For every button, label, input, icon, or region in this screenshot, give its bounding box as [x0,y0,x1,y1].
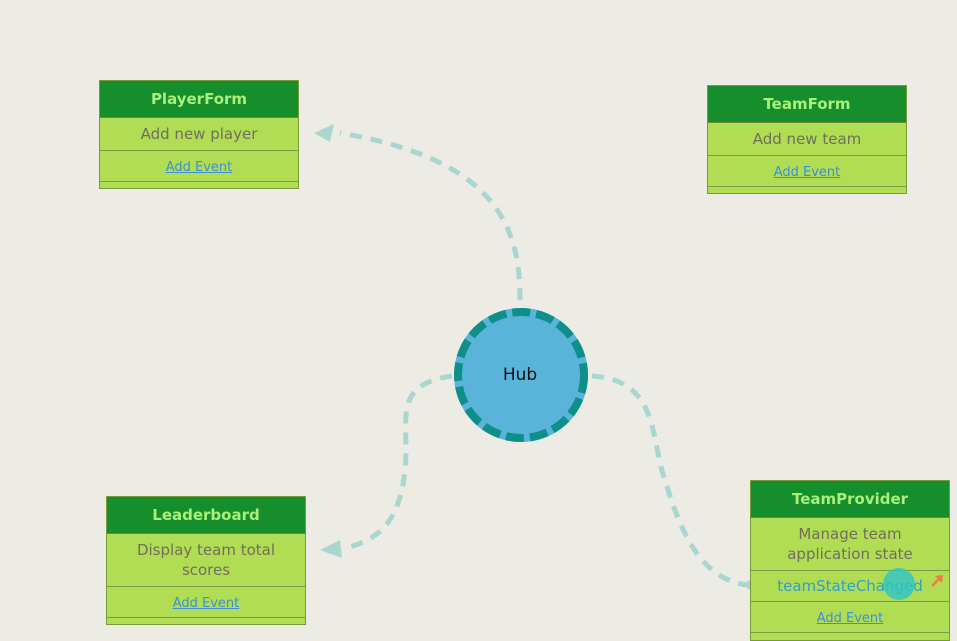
node-description: Manage team application state [751,518,949,571]
add-event-link[interactable]: Add Event [816,611,884,626]
connection-handle[interactable] [883,568,915,600]
connector-hub-leaderboard [344,373,453,551]
node-title[interactable]: TeamForm [708,86,906,123]
node-leaderboard[interactable]: Leaderboard Display team total scores Ad… [106,496,306,625]
node-teamform[interactable]: TeamForm Add new team Add Event [707,85,907,194]
connector-teamprovider-hub [591,373,749,588]
add-event-row: Add Event [708,156,906,187]
node-title[interactable]: TeamProvider [751,481,949,518]
node-title[interactable]: PlayerForm [100,81,298,118]
node-description: Add new team [708,123,906,156]
hub-circle[interactable] [454,308,588,442]
hub-label: Hub [502,365,538,385]
add-event-row: Add Event [100,151,298,182]
hub-node[interactable] [454,308,588,442]
node-footer [708,187,906,193]
node-description: Display team total scores [107,534,305,587]
arrowhead-playerform [314,124,334,142]
node-footer [107,618,305,624]
add-event-row: Add Event [107,587,305,618]
node-footer [100,182,298,188]
node-teamprovider[interactable]: TeamProvider Manage team application sta… [750,480,950,641]
node-playerform[interactable]: PlayerForm Add new player Add Event [99,80,299,189]
event-row-teamstatechanged[interactable]: teamStateChanged [751,571,949,602]
add-event-link[interactable]: Add Event [165,160,233,175]
node-title[interactable]: Leaderboard [107,497,305,534]
node-description: Add new player [100,118,298,151]
add-event-link[interactable]: Add Event [172,596,240,611]
emit-arrow-icon[interactable] [929,573,945,589]
add-event-link[interactable]: Add Event [773,165,841,180]
arrowhead-leaderboard [320,540,342,558]
connector-hub-playerform [339,130,523,301]
hub-ring [454,308,588,442]
add-event-row: Add Event [751,602,949,633]
